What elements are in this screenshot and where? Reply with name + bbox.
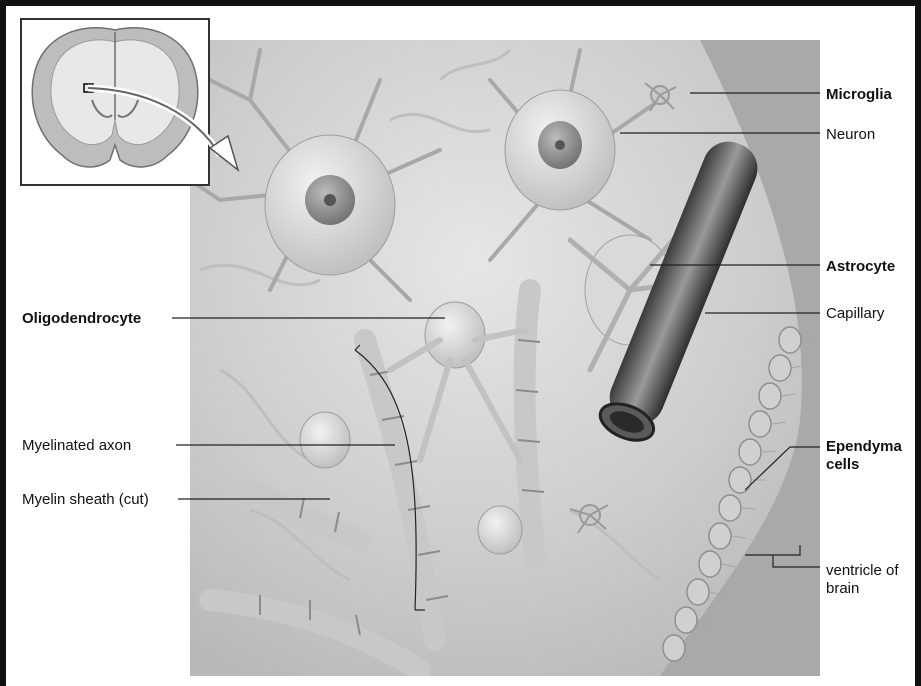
label-myelin-sheath: Myelin sheath (cut) [22,491,149,508]
label-oligodendrocyte: Oligodendrocyte [22,310,141,327]
label-ventricle-line2: brain [826,580,859,597]
label-neuron: Neuron [826,126,875,143]
label-ventricle-line1: ventricle of [826,562,899,579]
label-myelinated-axon: Myelinated axon [22,437,131,454]
label-capillary: Capillary [826,305,884,322]
label-astrocyte: Astrocyte [826,258,895,275]
label-microglia: Microglia [826,86,892,103]
label-ependymal-line2: cells [826,456,859,473]
label-ependymal-line1: Ependyma [826,438,902,455]
